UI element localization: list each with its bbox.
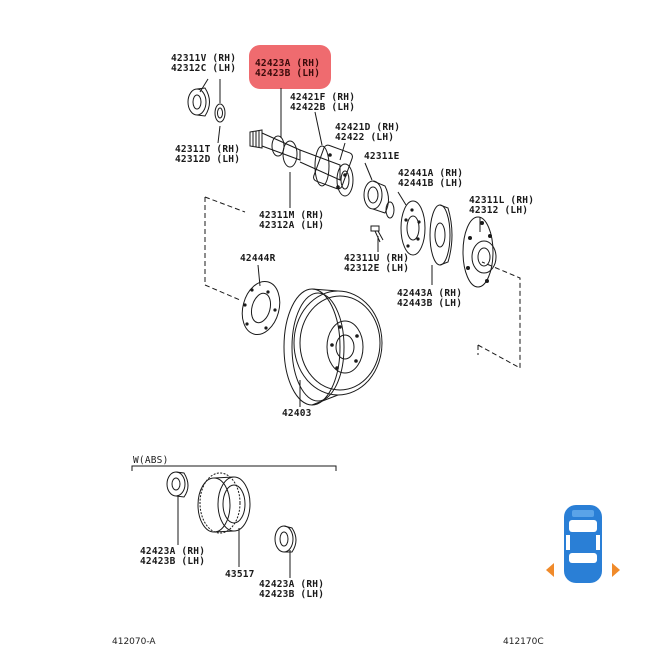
label-42311t[interactable]: 42311T (RH)42312D (LH): [175, 144, 241, 165]
abs-seal-right[interactable]: [274, 525, 297, 553]
abs-seal-left[interactable]: [166, 471, 189, 498]
label-w-abs: W(ABS): [133, 455, 169, 466]
dashed-guides: [204, 196, 521, 369]
label-42443a[interactable]: 42443A (RH)42443B (LH): [397, 288, 463, 309]
abs-bracket: [131, 465, 337, 471]
footer-code-left: 412070-A: [112, 637, 156, 647]
label-42441a[interactable]: 42441A (RH)42441B (LH): [398, 168, 464, 189]
highlight-callout[interactable]: [249, 45, 331, 89]
hub-flange-42311l[interactable]: [462, 216, 497, 288]
footer-code-right: 412170C: [503, 637, 544, 647]
label-42311u[interactable]: 42311U (RH)42312E (LH): [344, 253, 410, 274]
label-42421d[interactable]: 42421D (RH)42422 (LH): [335, 122, 401, 143]
bolt-42311u[interactable]: [370, 225, 384, 243]
bearing-42311e[interactable]: [363, 180, 395, 219]
ring-42311t[interactable]: [214, 103, 226, 123]
label-42311v[interactable]: 42311V (RH)42312C (LH): [171, 53, 237, 74]
label-42403[interactable]: 42403: [282, 408, 312, 419]
label-42444r[interactable]: 42444R: [240, 253, 276, 264]
rear-right-marker: [612, 563, 620, 577]
label-42423a-highlighted[interactable]: 42423A (RH)42423B (LH): [255, 58, 321, 79]
label-42423a-abs-right[interactable]: 42423A (RH)42423B (LH): [259, 579, 325, 600]
label-42421f[interactable]: 42421F (RH)42422B (LH): [290, 92, 356, 113]
abs-tone-ring-43517[interactable]: [197, 472, 251, 534]
seal-42311v[interactable]: [187, 87, 210, 117]
label-42423a-abs-left[interactable]: 42423A (RH)42423B (LH): [140, 546, 206, 567]
flange-42441a[interactable]: [400, 200, 426, 256]
label-42311e[interactable]: 42311E: [364, 151, 400, 162]
hub-42443a[interactable]: [429, 204, 453, 266]
label-42311m[interactable]: 42311M (RH)42312A (LH): [259, 210, 325, 231]
label-42311l[interactable]: 42311L (RH)42312 (LH): [469, 195, 535, 216]
rear-left-marker: [546, 563, 554, 577]
brake-drum-42403[interactable]: [283, 288, 383, 406]
car-topview-icon[interactable]: [546, 505, 620, 583]
gasket-42444r[interactable]: [237, 277, 286, 338]
axle-shaft[interactable]: [249, 129, 354, 197]
label-43517[interactable]: 43517: [225, 569, 255, 580]
